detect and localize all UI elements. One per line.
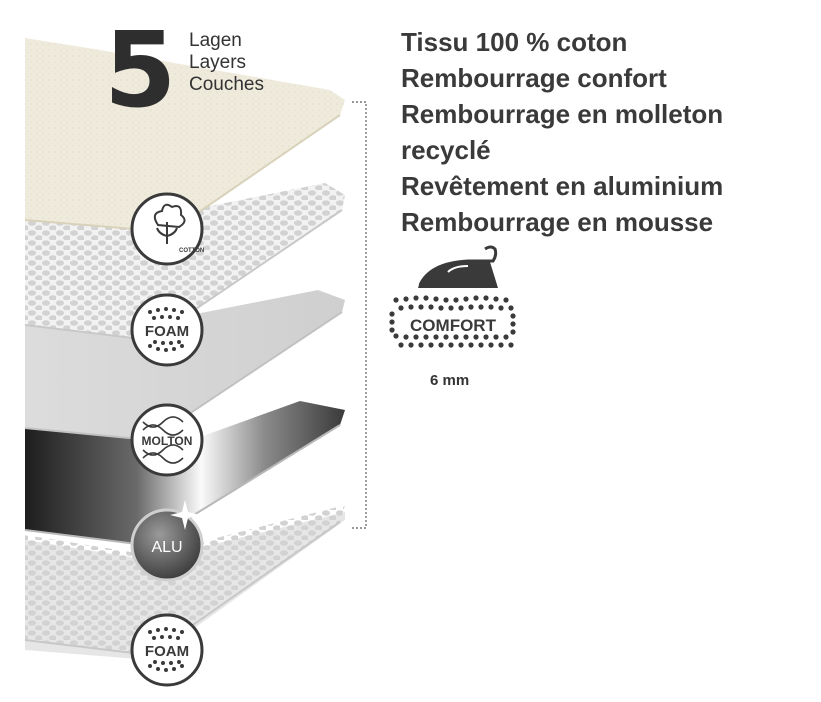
layer-count-words: Lagen Layers Couches bbox=[189, 30, 264, 96]
cotton-badge: COTTON bbox=[130, 192, 204, 266]
alu-badge-label: ALU bbox=[151, 539, 182, 556]
molton-badge: MOLTON bbox=[130, 403, 204, 477]
layer-descriptions: Tissu 100 % coton Rembourrage confort Re… bbox=[401, 24, 723, 240]
foam-badge-top: FOAM bbox=[130, 293, 204, 367]
layer-count: 5 bbox=[104, 9, 176, 131]
foam-dots-icon bbox=[148, 627, 184, 672]
foam-dots-icon bbox=[148, 307, 184, 352]
comfort-label: COMFORT bbox=[410, 316, 497, 335]
molton-fibers-icon bbox=[142, 416, 184, 464]
layer-description: Tissu 100 % coton bbox=[401, 27, 628, 57]
cotton-badge-label: COTTON bbox=[179, 248, 204, 254]
iron-comfort-icon: COMFORT bbox=[389, 245, 516, 348]
layer-description: Rembourrage confort bbox=[401, 63, 667, 93]
layer-description: Rembourrage en molleton bbox=[401, 99, 724, 129]
layer-word-fr: Couches bbox=[189, 74, 264, 95]
molton-badge-label: MOLTON bbox=[142, 434, 193, 448]
alu-badge: ALU bbox=[130, 500, 204, 582]
thickness-label: 6 mm bbox=[430, 372, 470, 389]
sparkle-icon bbox=[170, 500, 200, 530]
layer-word-en: Layers bbox=[189, 52, 247, 73]
layers-bracket bbox=[352, 101, 367, 529]
layer-description: recyclé bbox=[401, 135, 491, 165]
foam-badge-bottom: FOAM bbox=[130, 613, 204, 687]
foam-badge-top-label: FOAM bbox=[145, 323, 189, 340]
foam-badge-bottom-label: FOAM bbox=[145, 643, 189, 660]
layer-description: Rembourrage en mousse bbox=[401, 207, 714, 237]
layer-word-de: Lagen bbox=[189, 30, 242, 51]
layer-description: Revêtement en aluminium bbox=[401, 171, 724, 201]
cotton-flower-icon bbox=[153, 203, 186, 244]
